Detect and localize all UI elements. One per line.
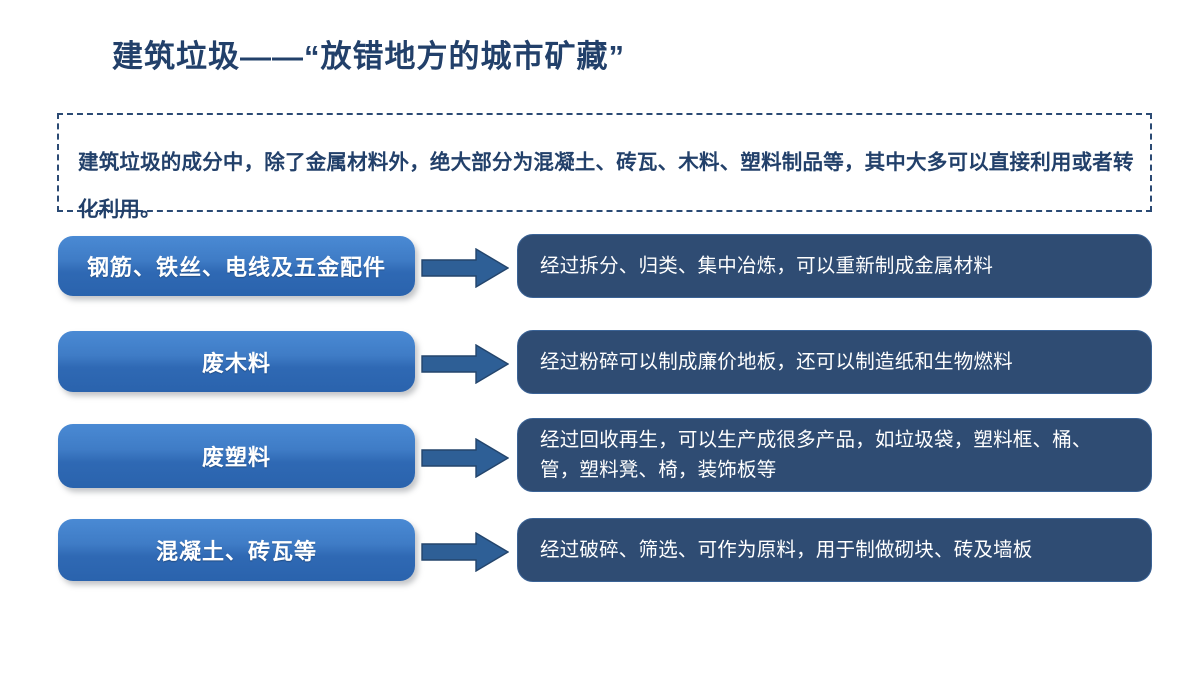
material-label-text: 废塑料 xyxy=(201,445,271,470)
right-arrow-icon xyxy=(421,438,509,478)
right-arrow-icon xyxy=(421,248,509,288)
material-label-text: 废木料 xyxy=(201,350,271,376)
right-arrow-icon xyxy=(421,532,509,572)
flow-arrow xyxy=(421,344,509,384)
flow-arrow xyxy=(421,532,509,572)
treatment-description-text: 经过回收再生，可以生产成很多产品，如垃圾袋，塑料框、桶、管，塑料凳、椅，装饰板等 xyxy=(540,429,1092,481)
material-label-pill[interactable]: 废塑料 xyxy=(58,424,415,488)
intro-callout-box: 建筑垃圾的成分中，除了金属材料外，绝大部分为混凝土、砖瓦、木料、塑料制品等，其中… xyxy=(57,113,1152,221)
treatment-description-text: 经过粉碎可以制成廉价地板，还可以制造纸和生物燃料 xyxy=(540,351,1013,373)
treatment-description-box[interactable]: 经过破碎、筛选、可作为原料，用于制做砌块、砖及墙板 xyxy=(517,518,1152,582)
material-label-text: 钢筋、铁丝、电线及五金配件 xyxy=(86,255,386,280)
material-label-pill[interactable]: 废木料 xyxy=(58,331,415,392)
material-label-pill[interactable]: 混凝土、砖瓦等 xyxy=(58,519,415,581)
right-arrow-icon xyxy=(421,344,509,384)
material-label-pill[interactable]: 钢筋、铁丝、电线及五金配件 xyxy=(58,236,415,296)
treatment-description-text: 经过拆分、归类、集中冶炼，可以重新制成金属材料 xyxy=(540,255,994,277)
flow-arrow xyxy=(421,438,509,478)
treatment-description-box[interactable]: 经过回收再生，可以生产成很多产品，如垃圾袋，塑料框、桶、管，塑料凳、椅，装饰板等 xyxy=(517,418,1152,492)
treatment-description-box[interactable]: 经过拆分、归类、集中冶炼，可以重新制成金属材料 xyxy=(517,234,1152,298)
flow-arrow xyxy=(421,248,509,288)
page-title: 建筑垃圾——“放错地方的城市矿藏” xyxy=(112,39,625,74)
material-label-text: 混凝土、砖瓦等 xyxy=(155,539,317,564)
treatment-description-box[interactable]: 经过粉碎可以制成廉价地板，还可以制造纸和生物燃料 xyxy=(517,330,1152,394)
treatment-description-text: 经过破碎、筛选、可作为原料，用于制做砌块、砖及墙板 xyxy=(540,539,1033,561)
intro-text: 建筑垃圾的成分中，除了金属材料外，绝大部分为混凝土、砖瓦、木料、塑料制品等，其中… xyxy=(78,151,1134,221)
